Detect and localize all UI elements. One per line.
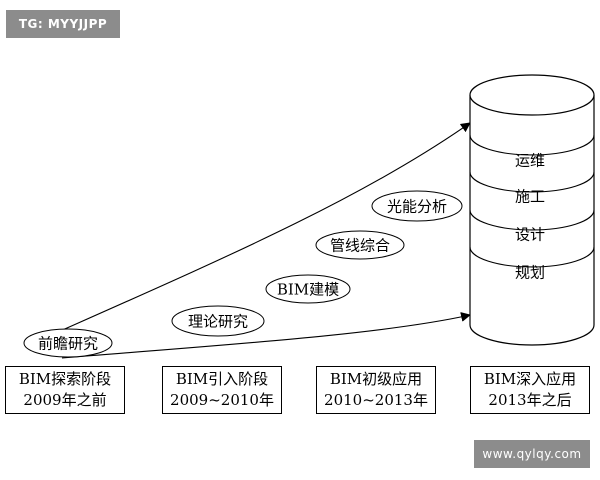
cylinder-top [469,74,595,116]
layer-label-planning: 规划 [514,263,546,282]
stage-name: BIM深入应用 [483,370,577,388]
stage-box-introduction: BIM引入阶段 2009~2010年 [162,366,282,414]
milestone-oval-1 [23,328,113,358]
milestone-label-3: BIM建模 [276,280,340,299]
stage-period: 2009年之前 [23,391,107,409]
milestone-label-4: 管线综合 [329,236,391,255]
milestone-label-1: 前瞻研究 [37,334,99,353]
stage-name: BIM初级应用 [329,370,423,388]
layer-label-operation: 运维 [514,151,546,170]
layer-label-construction: 施工 [514,187,546,206]
cylinder-band-1 [469,134,595,156]
stage-box-deep-application: BIM深入应用 2013年之后 [470,366,590,414]
stage-period: 2013年之后 [488,391,572,409]
stage-box-exploration: BIM探索阶段 2009年之前 [5,366,125,414]
milestone-oval-2 [171,305,265,337]
watermark-top-left: TG: MYYJJPP [6,10,120,38]
stage-name: BIM探索阶段 [18,370,112,388]
layer-label-design: 设计 [514,225,546,244]
milestone-oval-4 [315,230,405,260]
stage-box-initial-application: BIM初级应用 2010~2013年 [316,366,436,414]
stage-period: 2009~2010年 [170,391,274,409]
stage-period: 2010~2013年 [324,391,428,409]
milestone-label-2: 理论研究 [187,312,249,331]
cylinder-band-2 [469,171,595,193]
upper-growth-arrow [39,122,471,341]
milestone-oval-3 [265,274,351,304]
milestone-label-5: 光能分析 [386,197,448,216]
cylinder-band-4 [469,246,595,268]
watermark-bottom-right: www.qylqy.com [474,440,590,468]
stage-name: BIM引入阶段 [175,370,269,388]
cylinder-band-3 [469,209,595,231]
milestone-oval-5 [371,190,463,222]
cylinder-body [469,95,595,346]
lower-growth-arrow [61,312,471,359]
lifecycle-cylinder [469,74,595,346]
